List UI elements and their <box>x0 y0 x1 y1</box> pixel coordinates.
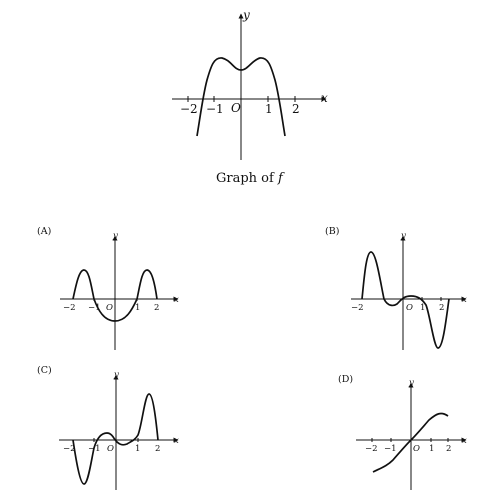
option-b-y-axis-label: y <box>400 231 406 241</box>
main-caption-variable: f <box>277 171 285 186</box>
option-a-tick-label-2: 2 <box>154 303 159 313</box>
option-c-label: (C) <box>37 365 52 376</box>
option-d-x-axis-label: x <box>462 436 467 446</box>
main-graph: −2 −1 O 1 2 x y Graph of f <box>172 8 328 186</box>
option-a-label: (A) <box>37 226 51 237</box>
option-d-curve <box>372 412 449 473</box>
option-a-x-axis-label: x <box>174 295 179 305</box>
main-y-axis-label: y <box>242 8 250 22</box>
option-d-tick-label-1: 1 <box>429 444 434 454</box>
option-b-tick-label-neg2: −2 <box>351 303 364 313</box>
option-c-tick-label-neg1: −1 <box>88 444 101 454</box>
main-tick-label-2: 2 <box>292 102 300 116</box>
option-b-tick-label-1: 1 <box>420 303 425 313</box>
main-origin-label: O <box>231 101 241 115</box>
option-c-origin-label: O <box>107 444 114 454</box>
option-b-x-axis-label: x <box>462 295 467 305</box>
main-caption-prefix: Graph of <box>216 171 278 186</box>
option-c-curve <box>72 393 159 485</box>
option-c-tick-label-neg2: −2 <box>63 444 76 454</box>
option-b-tick-label-2: 2 <box>439 303 444 313</box>
option-b: (B) −2 O 1 2 x y <box>325 226 467 350</box>
option-c-y-axis-label: y <box>113 370 119 380</box>
option-a-tick-label-neg1: −1 <box>88 303 101 313</box>
option-c-tick-label-1: 1 <box>135 444 140 454</box>
option-a-y-axis-label: y <box>112 231 118 241</box>
main-tick-label-neg2: −2 <box>180 102 198 116</box>
option-c-x-axis-label: x <box>174 436 179 446</box>
main-caption: Graph of f <box>216 171 285 186</box>
main-tick-label-neg1: −1 <box>206 102 224 116</box>
main-x-axis-label: x <box>321 91 328 105</box>
option-d-tick-label-2: 2 <box>446 444 451 454</box>
option-d-tick-label-neg2: −2 <box>365 444 378 454</box>
main-tick-label-1: 1 <box>265 102 273 116</box>
option-b-origin-label: O <box>406 303 413 313</box>
option-a: (A) −2 −1 O 1 2 x y <box>37 226 179 350</box>
option-c-tick-label-2: 2 <box>155 444 160 454</box>
option-b-curve <box>361 251 450 349</box>
option-d-label: (D) <box>338 374 353 385</box>
option-a-origin-label: O <box>106 303 113 313</box>
option-a-tick-label-neg2: −2 <box>63 303 76 313</box>
main-curve-f <box>196 57 286 137</box>
option-c: (C) −2 −1 O 1 2 x y <box>37 365 179 490</box>
option-a-curve <box>72 269 158 322</box>
option-d-y-axis-label: y <box>408 378 414 388</box>
option-d-origin-label: O <box>413 444 420 454</box>
option-d-tick-label-neg1: −1 <box>384 444 397 454</box>
option-b-label: (B) <box>325 226 339 237</box>
option-a-tick-label-1: 1 <box>135 303 140 313</box>
option-d: (D) −2 −1 O 1 2 x y <box>338 374 467 490</box>
